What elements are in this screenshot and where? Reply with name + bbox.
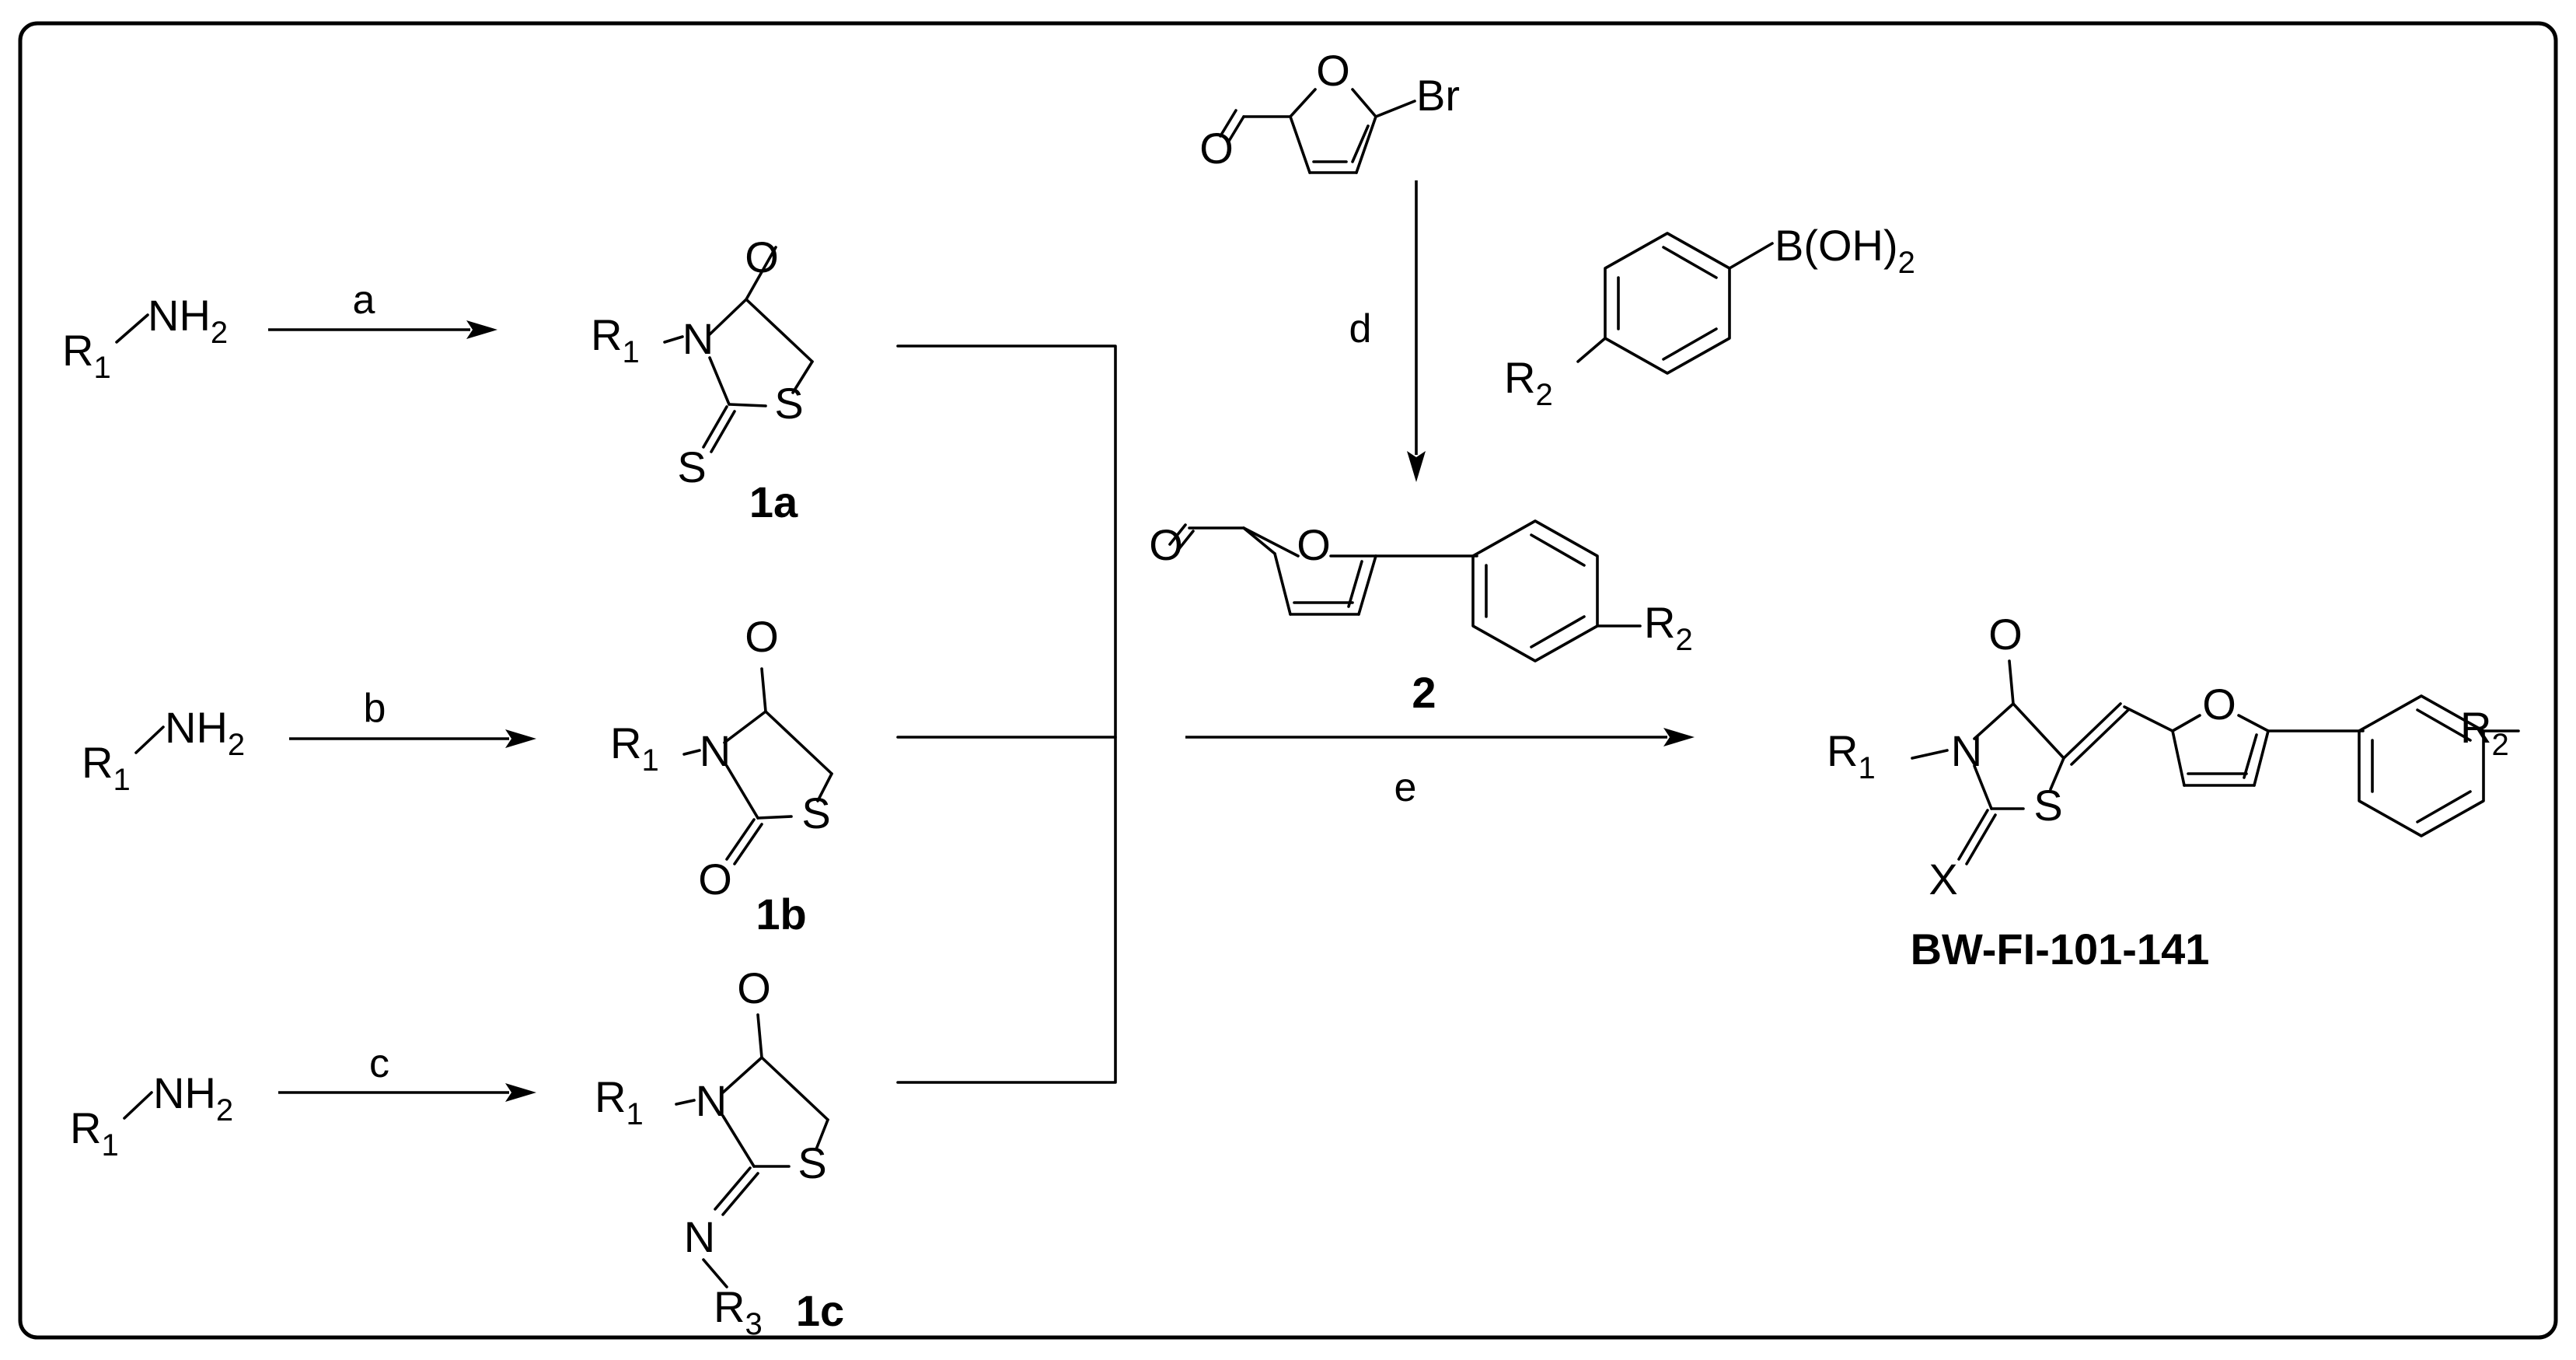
bracket-connector bbox=[896, 344, 1117, 1084]
o-label: O bbox=[2202, 680, 2236, 729]
r1-label: R1 bbox=[595, 1072, 644, 1131]
bromofurfural: O O Br bbox=[1199, 46, 1460, 174]
o-label: O bbox=[745, 232, 779, 281]
r1-label: R1 bbox=[70, 1103, 119, 1162]
n-label: N bbox=[696, 1076, 727, 1125]
scheme-frame bbox=[18, 21, 2558, 1340]
s-label: S bbox=[798, 1138, 826, 1187]
r1-label: R1 bbox=[610, 718, 659, 778]
s-label: S bbox=[677, 442, 706, 491]
reagent-d-label: d bbox=[1349, 306, 1372, 351]
n-label: N bbox=[682, 314, 714, 363]
o-label: O bbox=[1297, 520, 1331, 569]
compound-1b-label: 1b bbox=[756, 890, 806, 939]
br-label: Br bbox=[1416, 71, 1460, 120]
r1-label: R1 bbox=[1827, 726, 1876, 785]
o-label: O bbox=[1988, 610, 2023, 659]
compound-2-label: 2 bbox=[1412, 668, 1436, 717]
reagent-b-label: b bbox=[364, 686, 386, 731]
compound-2: O O R2 2 bbox=[1149, 519, 1693, 717]
compound-1a-label: 1a bbox=[749, 477, 798, 526]
arrow-e: e bbox=[1185, 728, 1695, 810]
compound-1b: O S N O R1 1b bbox=[610, 612, 833, 939]
r1-label: R1 bbox=[591, 310, 640, 369]
amine-b: R1 NH2 bbox=[82, 703, 245, 797]
n-label: N bbox=[1951, 726, 1982, 775]
n-label: N bbox=[684, 1212, 715, 1261]
arrow-b: b bbox=[289, 686, 536, 748]
r3-label: R3 bbox=[714, 1282, 763, 1341]
s-label: S bbox=[801, 788, 830, 837]
r1-label: R1 bbox=[62, 326, 111, 385]
o-label: O bbox=[1316, 46, 1350, 95]
r2-label: R2 bbox=[1644, 598, 1693, 657]
reagent-c-label: c bbox=[369, 1041, 389, 1086]
o-label: O bbox=[1149, 520, 1183, 569]
reagent-a-label: a bbox=[353, 278, 375, 323]
compound-1c: O S N N R3 R1 1c bbox=[595, 963, 844, 1341]
arrow-d: d bbox=[1349, 180, 1426, 482]
s-label: S bbox=[2033, 781, 2062, 830]
product-label: BW-FI-101-141 bbox=[1911, 925, 2210, 974]
o-label: O bbox=[698, 855, 732, 904]
nh2-label: NH2 bbox=[148, 291, 228, 350]
r2-label: R2 bbox=[2460, 703, 2509, 762]
s-label: S bbox=[774, 379, 803, 428]
r2-label: R2 bbox=[1504, 353, 1553, 412]
n-label: N bbox=[700, 726, 731, 775]
nh2-label: NH2 bbox=[165, 703, 245, 762]
x-label: X bbox=[1929, 855, 1957, 904]
o-label: O bbox=[745, 612, 779, 661]
amine-a: R1 NH2 bbox=[62, 291, 228, 385]
arrow-a: a bbox=[268, 278, 497, 339]
boronic-label: B(OH)2 bbox=[1775, 221, 1915, 280]
amine-c: R1 NH2 bbox=[70, 1068, 233, 1162]
aryl-boronic-acid: B(OH)2 R2 bbox=[1504, 221, 1915, 412]
r1-label: R1 bbox=[82, 738, 131, 797]
reagent-e-label: e bbox=[1394, 765, 1417, 810]
product-structure: O S N X R1 O R2 BW-FI-101-141 bbox=[1827, 610, 2520, 974]
nh2-label: NH2 bbox=[153, 1068, 233, 1128]
arrow-c: c bbox=[278, 1041, 536, 1102]
o-label: O bbox=[737, 963, 771, 1012]
o-label: O bbox=[1199, 124, 1234, 173]
compound-1a: O S N S R1 1a bbox=[591, 232, 814, 526]
compound-1c-label: 1c bbox=[796, 1286, 844, 1335]
